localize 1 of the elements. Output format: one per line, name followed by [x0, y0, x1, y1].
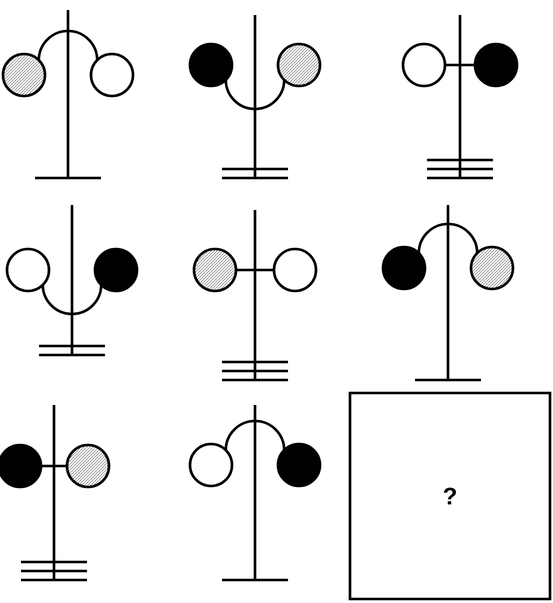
answer-box: ? [348, 392, 552, 600]
